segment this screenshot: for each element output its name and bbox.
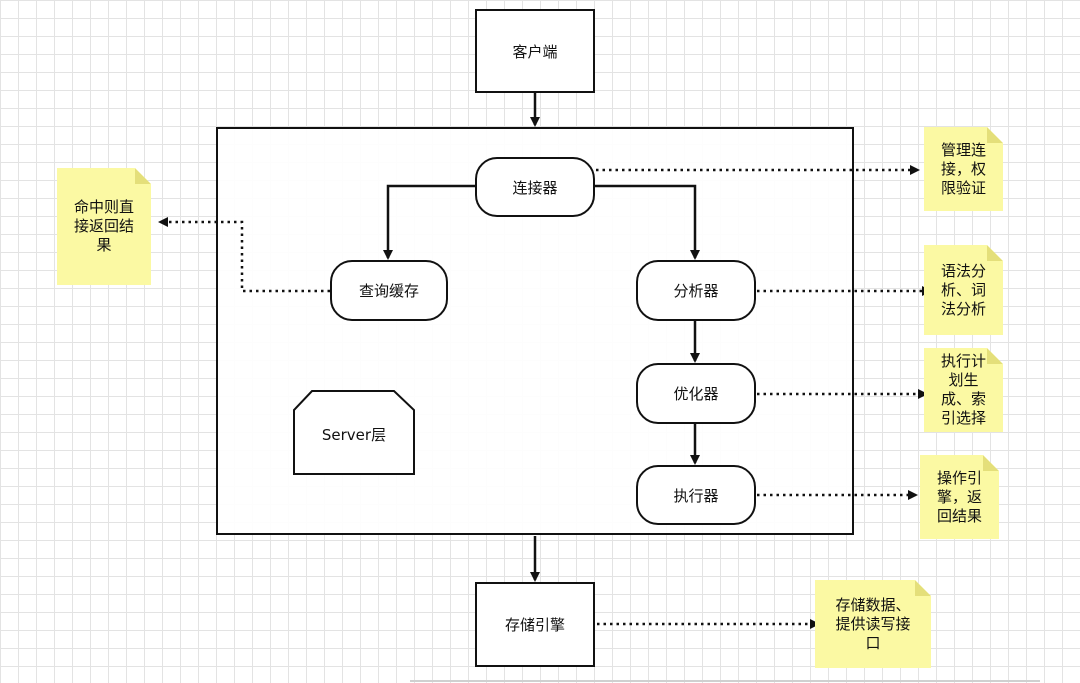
optimizer-node: 优化器 (636, 363, 756, 424)
query-cache-node: 查询缓存 (330, 260, 448, 321)
connector-node: 连接器 (475, 157, 595, 217)
note-cache-hit: 命中则直 接返回结 果 (57, 168, 151, 285)
note-optimizer: 执行计 划生 成、索 引选择 (924, 348, 1003, 432)
client-label: 客户端 (512, 42, 558, 61)
optimizer-label: 优化器 (673, 385, 719, 403)
storage-engine-box: 存储引擎 (475, 582, 595, 667)
executor-node: 执行器 (636, 465, 756, 525)
connector-label: 连接器 (512, 178, 558, 197)
note-storage: 存储数据、 提供读写接 口 (815, 580, 931, 668)
bottom-divider (410, 680, 1040, 682)
analyzer-node: 分析器 (636, 260, 756, 321)
server-layer-label-box: Server层 (294, 412, 414, 456)
note-connector: 管理连 接，权 限验证 (924, 127, 1003, 211)
executor-label: 执行器 (673, 486, 719, 505)
note-analyzer: 语法分 析、词 法分析 (924, 245, 1003, 335)
storage-engine-label: 存储引擎 (504, 616, 565, 634)
analyzer-label: 分析器 (673, 282, 719, 300)
server-layer-label: Server层 (321, 425, 387, 444)
query-cache-label: 查询缓存 (358, 282, 419, 300)
client-box: 客户端 (475, 9, 595, 93)
note-executor: 操作引 擎，返 回结果 (920, 455, 999, 539)
